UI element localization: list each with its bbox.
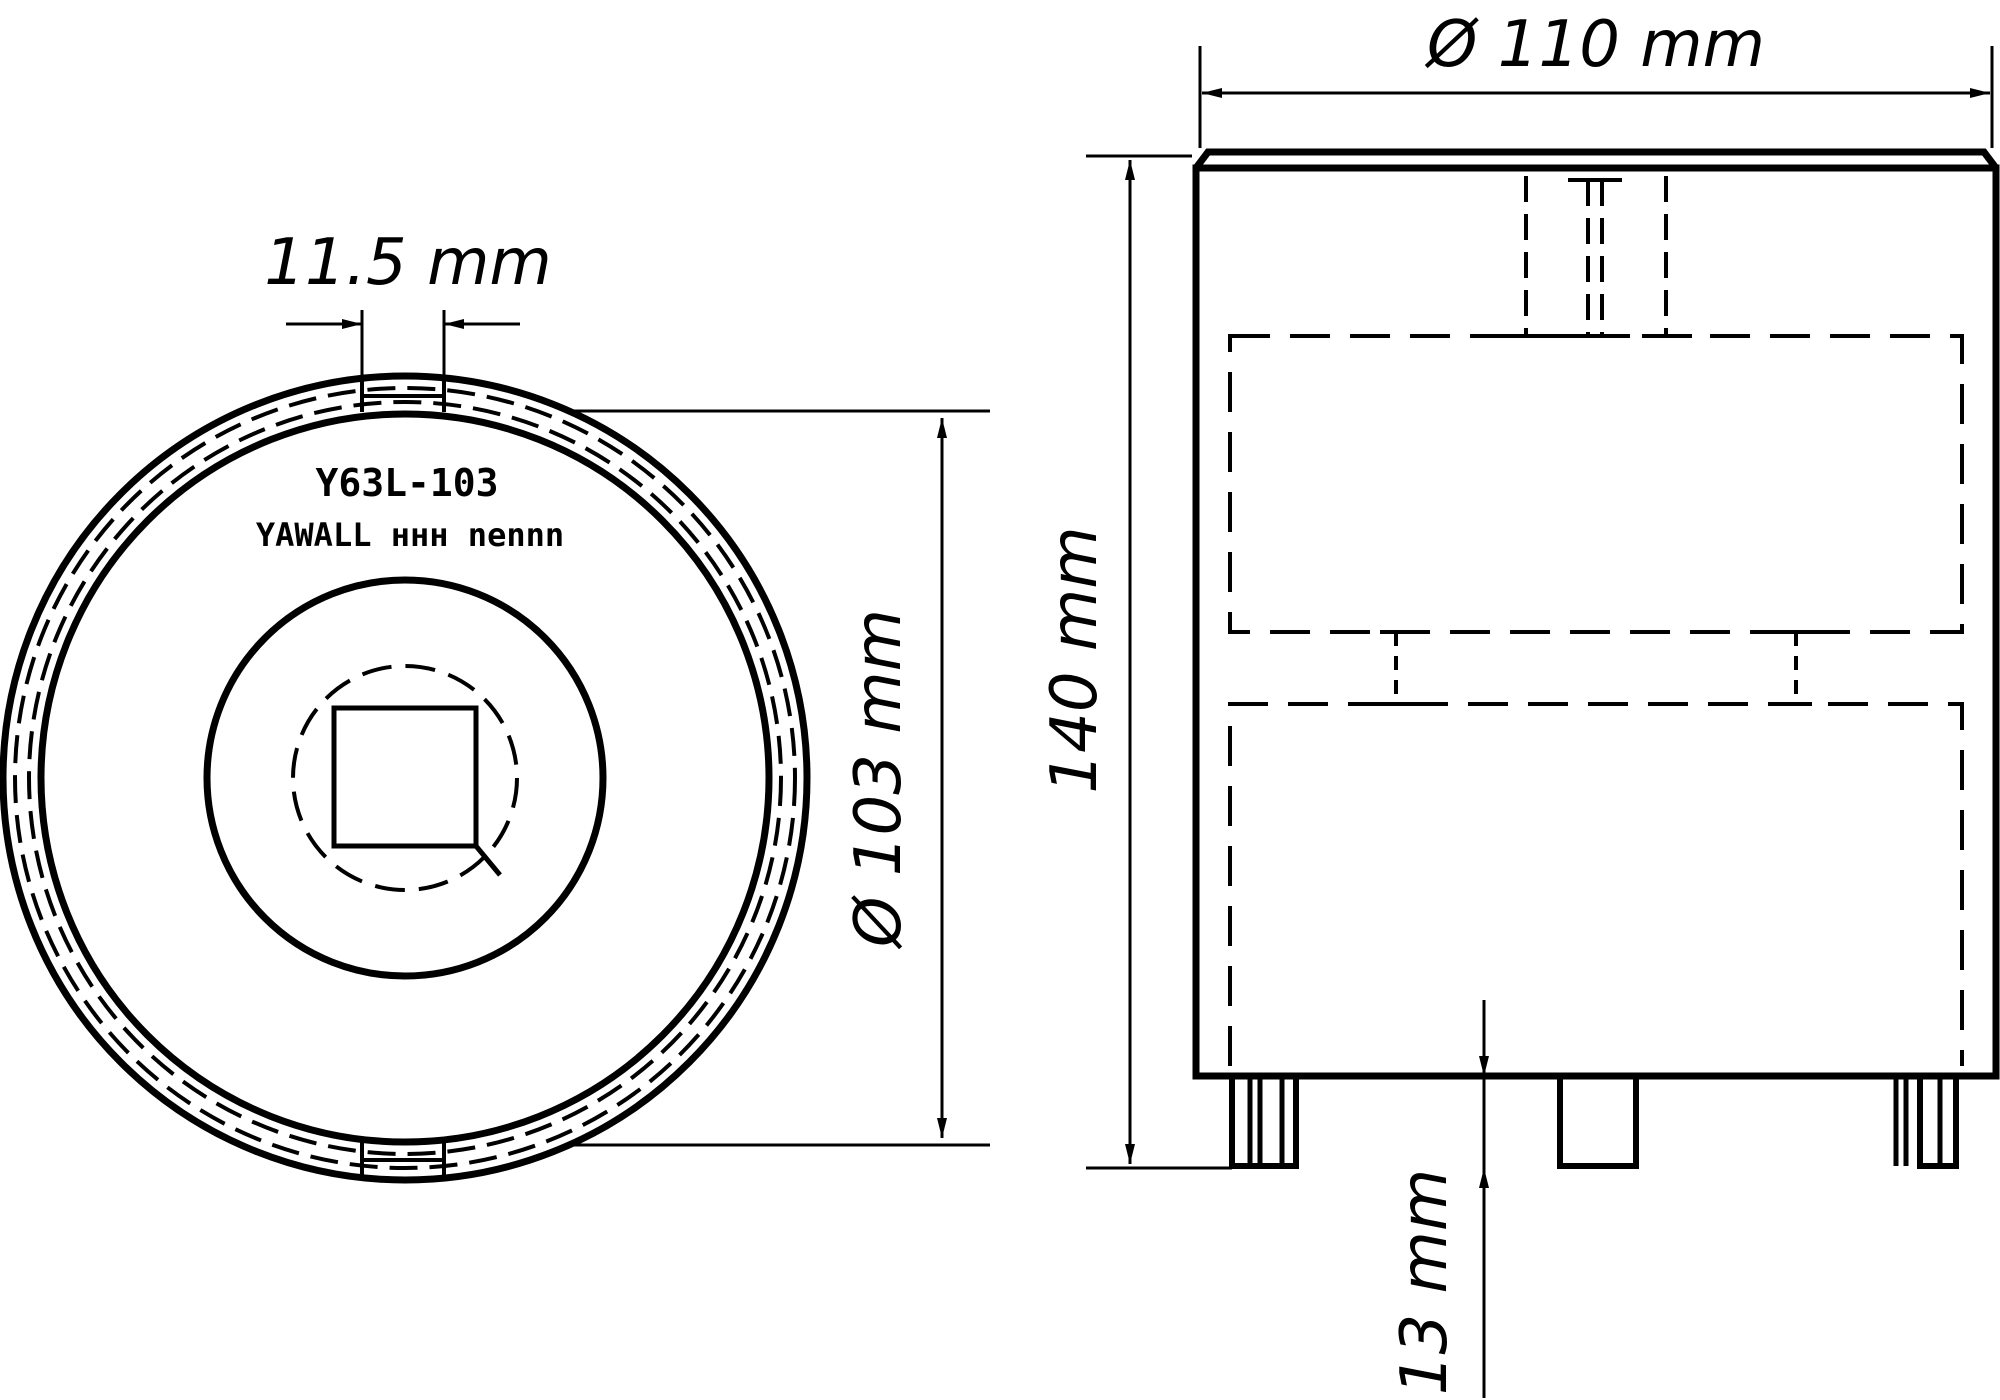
engraving-line-1: Y63L-103 [315,461,498,505]
hub-circle [203,576,607,980]
connector-marks [1380,630,1812,706]
connector-hidden [1394,632,1798,704]
hidden-ring-inner [27,400,783,1156]
upper-hidden-chamber [1228,334,1964,634]
bottom-profile [1229,1073,1959,1169]
drive-notch [474,844,502,877]
bottom-offset-label: 13 mm [1388,1169,1462,1395]
body-outline [1192,164,2000,1080]
width-dimension: Ø 110 mm [1198,8,1994,148]
top-stem-hidden [1524,176,1668,336]
lower-hidden-chamber [1228,702,1964,1066]
top-stem-marks [1498,178,1692,338]
flat-width-dimension: 11.5 mm [264,226,552,392]
side-view: Ø 110 mm 140 mm 13 mm [1038,8,2000,1398]
drive-hidden-circle [291,664,519,892]
height-dimension: 140 mm [1038,154,1232,1170]
bottom-offset-dimension: 13 mm [1388,1000,1489,1398]
square-drive [331,705,479,849]
bottom-detail-left [1247,1076,1285,1166]
bottom-flat [360,1142,446,1175]
hidden-ring-outer [13,386,797,1170]
outer-inner-circle [37,410,773,1146]
height-label: 140 mm [1038,526,1112,793]
outer-rim-circle [0,372,811,1184]
top-cap [1193,148,1999,171]
width-label: Ø 110 mm [1424,8,1765,82]
inner-diameter-dimension: Ø 103 mm [570,409,990,1147]
inner-diameter-label: Ø 103 mm [842,609,916,950]
flat-width-label: 11.5 mm [264,226,552,300]
top-flat [360,378,446,412]
bottom-detail-right [1893,1076,1943,1166]
engraving-line-2: YAWALL ннн nennn [256,516,564,554]
top-view: Y63L-103 YAWALL ннн nennn 11.5 mm Ø 103 … [0,226,990,1184]
